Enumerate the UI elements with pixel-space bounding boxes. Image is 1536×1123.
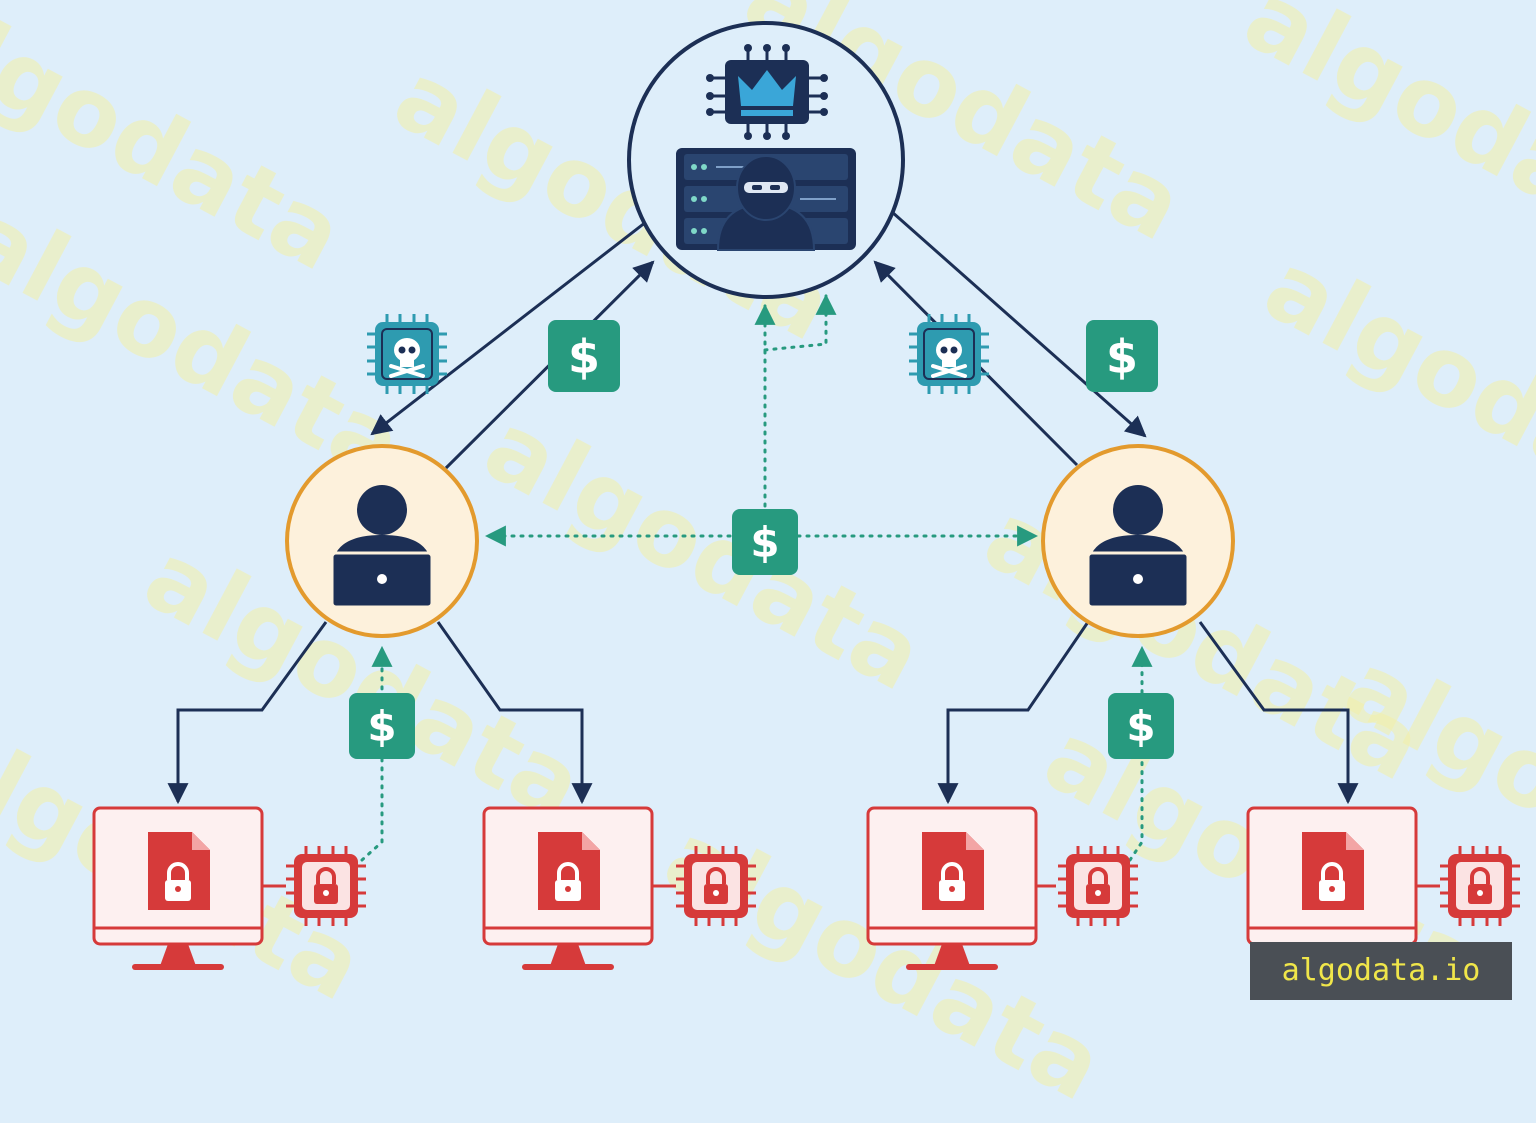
dollar-symbol: $ [1126, 702, 1155, 751]
dollar-icon: $ [1086, 320, 1158, 392]
victim-2 [482, 806, 654, 972]
payment-badges: $ $ $ $ $ [349, 320, 1174, 759]
victim-1 [92, 806, 264, 972]
malware-distribution-links [167, 210, 1359, 805]
dollar-symbol: $ [367, 702, 396, 751]
dollar-icon: $ [732, 509, 798, 575]
link-affiliate-right-to-victim-4 [1198, 621, 1359, 805]
lock-chip-icon [1438, 844, 1522, 928]
chip-crown-icon [706, 44, 828, 140]
link-server-to-right-affiliate [891, 210, 1147, 438]
skull-chip-icon [907, 312, 991, 396]
diagram-canvas: $ [92, 21, 1522, 972]
dollar-symbol: $ [568, 330, 600, 384]
payment-flow-to-server-secondary [763, 293, 837, 352]
lock-chip-icon [1056, 844, 1140, 928]
dollar-symbol: $ [750, 518, 779, 567]
link-server-to-left-affiliate [370, 220, 647, 436]
link-affiliate-right-to-victim-3 [937, 621, 1090, 805]
payment-flows [360, 293, 1153, 862]
dollar-symbol: $ [1106, 330, 1138, 384]
link-affiliate-left-to-victim-1 [167, 621, 328, 805]
dollar-icon: $ [349, 693, 415, 759]
dollar-icon: $ [1108, 693, 1174, 759]
hacker-icon [716, 155, 816, 251]
affiliate-right [1041, 444, 1235, 638]
link-affiliate-left-to-victim-2 [436, 621, 593, 805]
brand-label: algodata.io [1250, 942, 1512, 1000]
command-server [627, 21, 905, 299]
victim-3 [866, 806, 1038, 972]
skull-chip-icon [365, 312, 449, 396]
lock-chip-icon [674, 844, 758, 928]
lock-chip-icon [284, 844, 368, 928]
affiliate-left [285, 444, 479, 638]
dollar-icon: $ [548, 320, 620, 392]
